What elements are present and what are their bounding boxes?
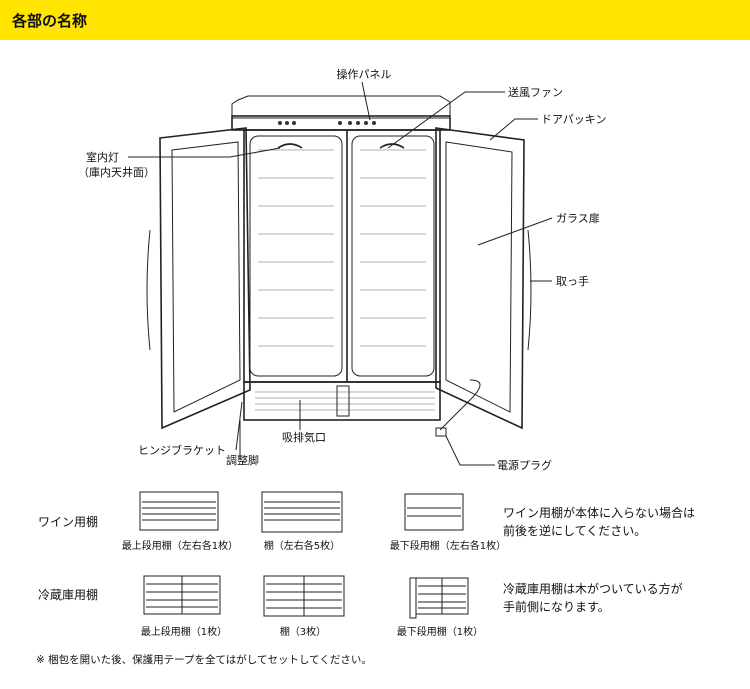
fridge-shelf-caption: 棚（3枚） (279, 627, 327, 638)
label-handle: 取っ手 (556, 275, 589, 288)
note-line: 前後を逆にしてください。 (503, 524, 647, 538)
section-header: 各部の名称 (0, 0, 750, 40)
note-line: ワイン用棚が本体に入らない場合は (503, 506, 696, 520)
label-foot: 調整脚 (226, 454, 259, 467)
label-light-sub: （庫内天井面） (78, 166, 155, 179)
fridge-shelf-caption: 最上段用棚（1枚） (140, 627, 228, 638)
wine-shelf-caption: 棚（左右各5枚） (263, 541, 341, 552)
note-line: 手前側になります。 (503, 600, 610, 614)
label-hinge: ヒンジブラケット (138, 444, 226, 457)
wine-shelves-note: ワイン用棚が本体に入らない場合は前後を逆にしてください。 (503, 504, 695, 540)
label-plug: 電源プラグ (497, 459, 552, 472)
label-light: 室内灯 (86, 151, 119, 164)
wine-shelf-caption: 最上段用棚（左右各1枚） (121, 541, 239, 552)
section-title: 各部の名称 (12, 12, 88, 30)
wine-shelves-title: ワイン用棚 (38, 515, 99, 529)
label-fan: 送風ファン (508, 86, 563, 99)
label-control-panel: 操作パネル (336, 68, 392, 81)
label-vent: 吸排気口 (282, 431, 326, 444)
label-glass-door: ガラス扉 (556, 212, 600, 225)
wine-shelf-caption: 最下段用棚（左右各1枚） (389, 541, 507, 552)
footnote: ※ 梱包を開いた後、保護用テープを全てはがしてセットしてください。 (36, 654, 372, 666)
note-line: 冷蔵庫用棚は木がついている方が (503, 582, 683, 596)
fridge-shelves-note: 冷蔵庫用棚は木がついている方が手前側になります。 (503, 580, 683, 616)
fridge-shelf-caption: 最下段用棚（1枚） (396, 627, 484, 638)
fridge-shelves-title: 冷蔵庫用棚 (38, 588, 99, 602)
label-door-gasket: ドアパッキン (541, 113, 607, 126)
